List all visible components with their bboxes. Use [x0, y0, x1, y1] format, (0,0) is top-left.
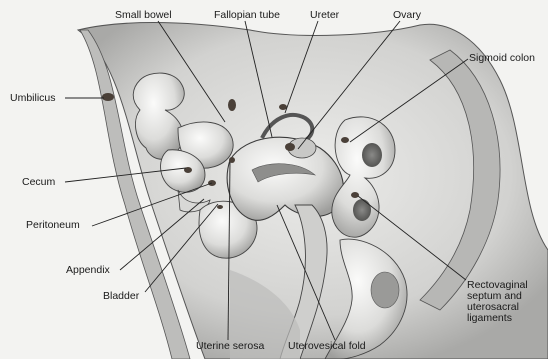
label-rectovaginal-line-4: ligaments: [467, 313, 528, 324]
rectum-dark-fold: [371, 272, 399, 308]
label-bladder: Bladder: [103, 291, 139, 302]
label-small-bowel: Small bowel: [115, 10, 172, 21]
label-fallopian-tube: Fallopian tube: [214, 10, 280, 21]
label-ovary: Ovary: [393, 10, 421, 21]
label-uterine-serosa: Uterine serosa: [196, 341, 264, 352]
label-appendix: Appendix: [66, 265, 110, 276]
label-umbilicus: Umbilicus: [10, 93, 56, 104]
label-ureter: Ureter: [310, 10, 339, 21]
rectum-lumen-lower: [353, 199, 371, 221]
label-rectovaginal-septum: Rectovaginal septum and uterosacral liga…: [467, 280, 528, 324]
rectum-lumen: [362, 143, 382, 167]
label-uterovesical-fold: Uterovesical fold: [288, 341, 366, 352]
label-cecum: Cecum: [22, 177, 55, 188]
label-peritoneum: Peritoneum: [26, 220, 80, 231]
label-sigmoid-colon: Sigmoid colon: [469, 53, 535, 64]
